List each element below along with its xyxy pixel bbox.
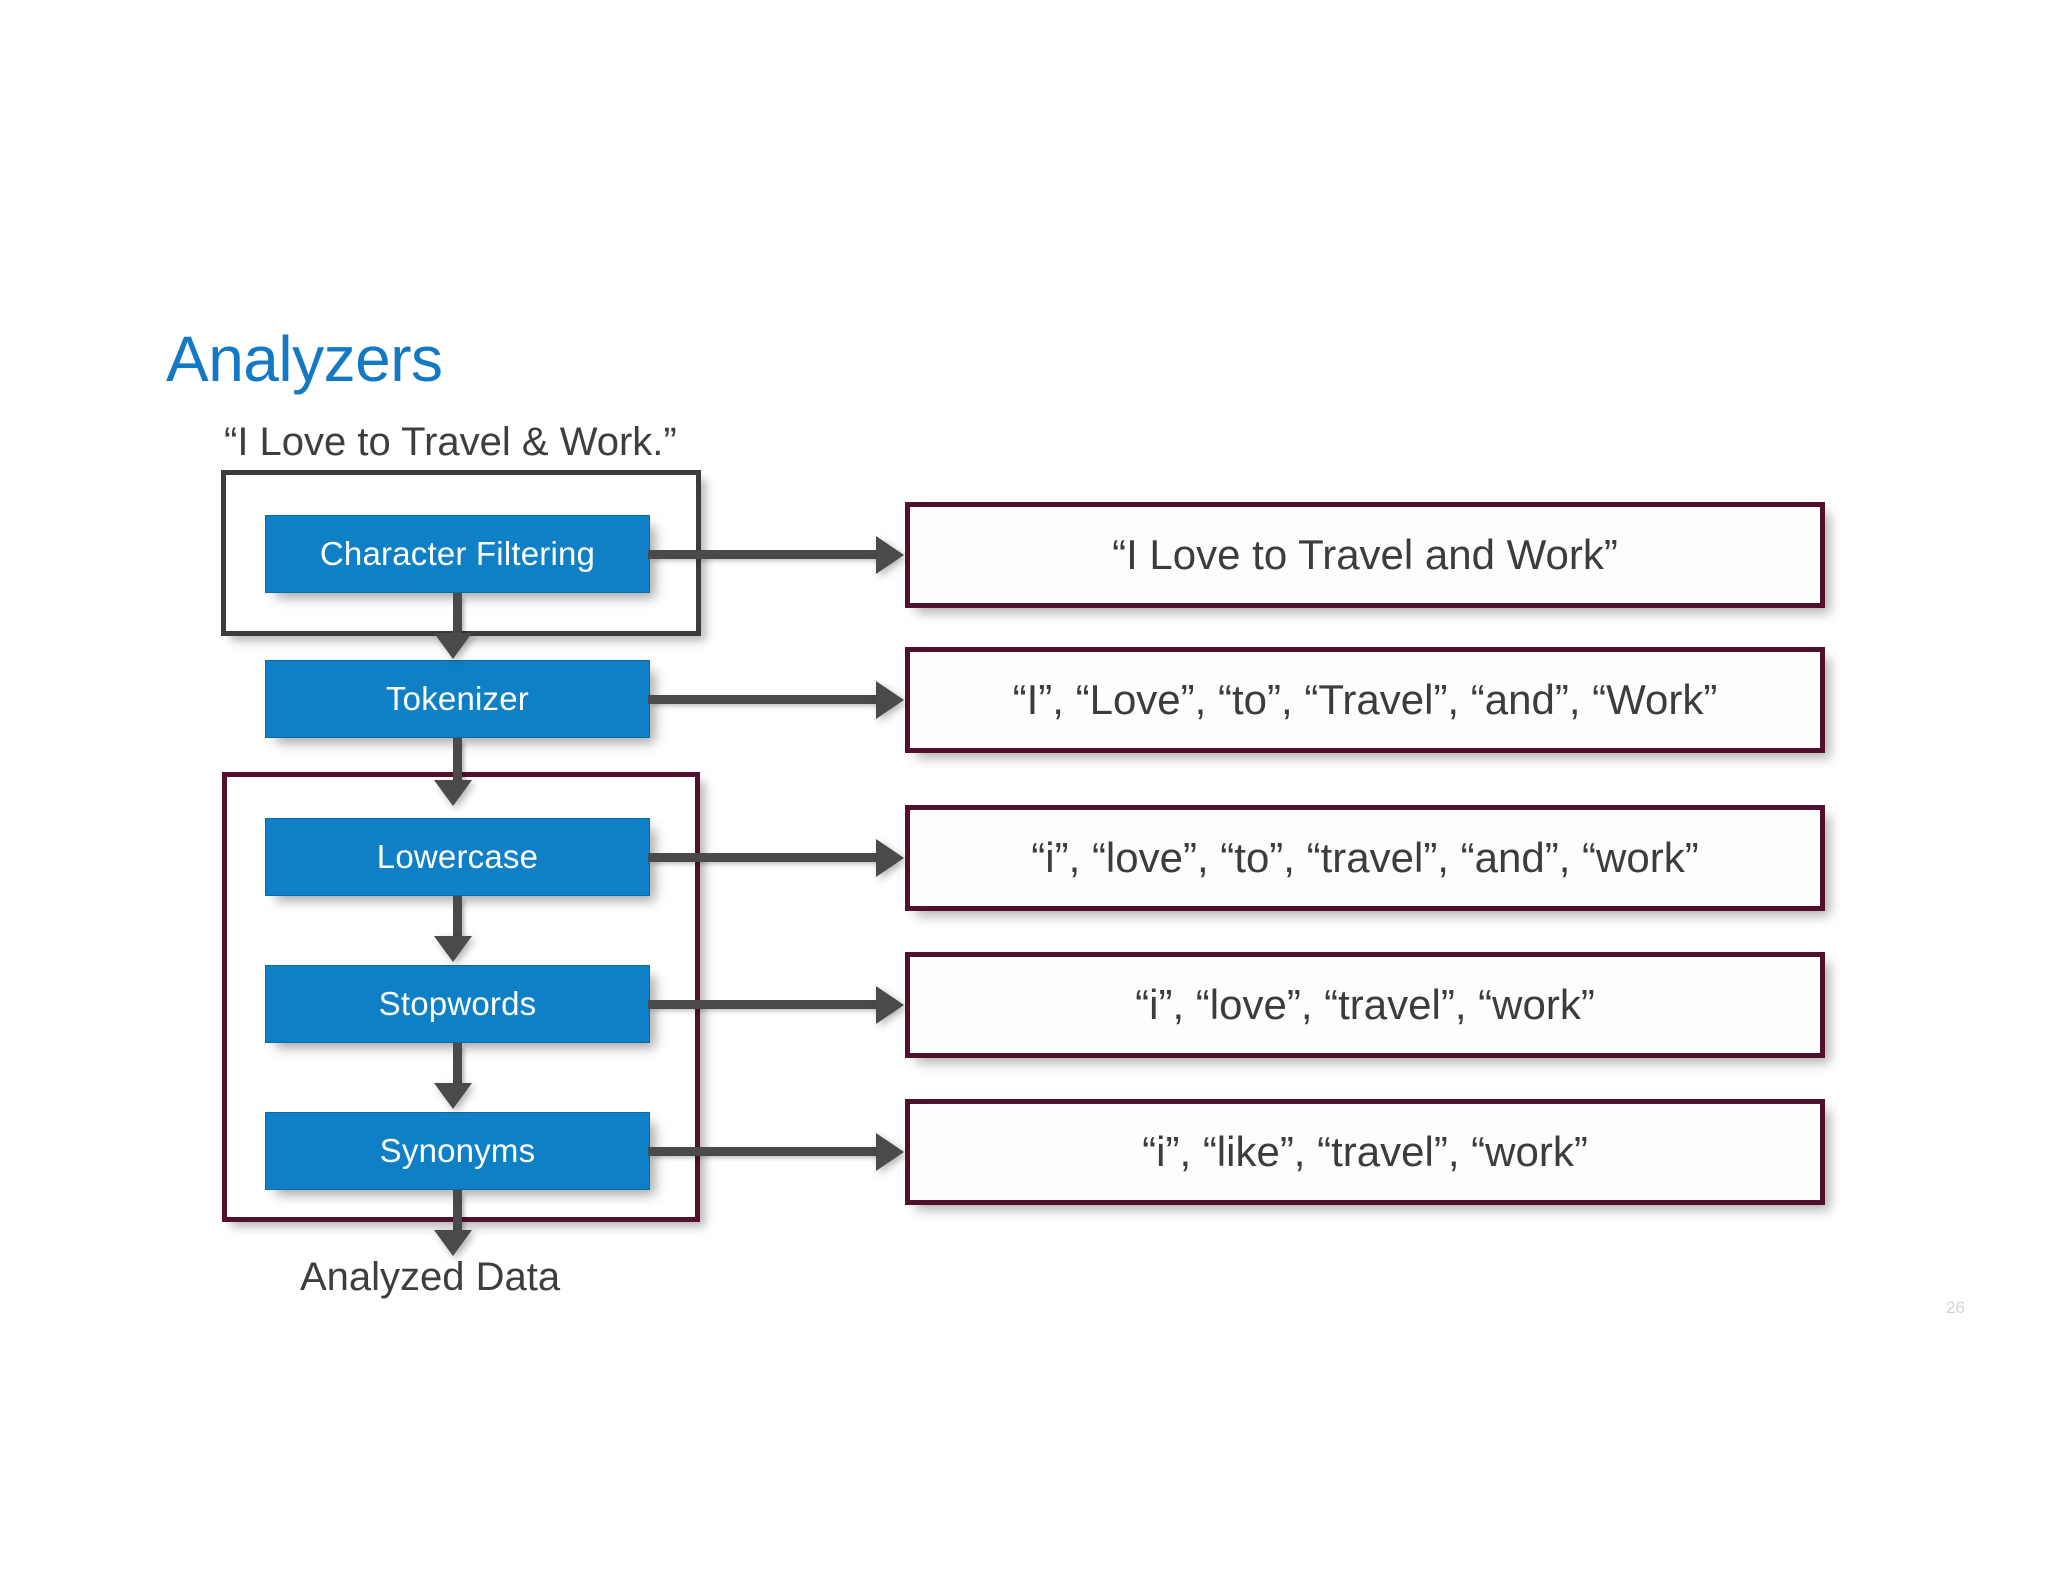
output-text: “i”, “love”, “to”, “travel”, “and”, “wor… bbox=[1031, 834, 1699, 881]
stage-label: Stopwords bbox=[378, 985, 537, 1022]
connector-line-token-to-lowercase bbox=[453, 738, 462, 782]
connector-arrow-stopwords-to-synonyms bbox=[434, 1083, 472, 1109]
stage-tokenizer[interactable]: Tokenizer bbox=[265, 660, 650, 738]
connector-line-out-1 bbox=[648, 550, 893, 559]
connector-line-out-4 bbox=[648, 1000, 893, 1009]
stage-stopwords[interactable]: Stopwords bbox=[265, 965, 650, 1043]
connector-line-synonyms-to-output bbox=[453, 1190, 462, 1232]
slide-page-number: 26 bbox=[1946, 1298, 1965, 1317]
connector-arrow-out-5 bbox=[876, 1133, 904, 1171]
stage-label: Tokenizer bbox=[385, 680, 530, 717]
connector-line-char-to-token bbox=[453, 593, 462, 635]
stage-lowercase[interactable]: Lowercase bbox=[265, 818, 650, 896]
connector-arrow-out-4 bbox=[876, 986, 904, 1024]
output-box-stopwords: “i”, “love”, “travel”, “work” bbox=[905, 952, 1825, 1058]
output-text: “I”, “Love”, “to”, “Travel”, “and”, “Wor… bbox=[1012, 676, 1718, 723]
connector-arrow-out-2 bbox=[876, 681, 904, 719]
connector-arrow-out-1 bbox=[876, 536, 904, 574]
stage-label: Synonyms bbox=[379, 1132, 536, 1169]
connector-arrow-lowercase-to-stopwords bbox=[434, 936, 472, 962]
stage-character-filtering[interactable]: Character Filtering bbox=[265, 515, 650, 593]
connector-line-lowercase-to-stopwords bbox=[453, 896, 462, 938]
connector-arrow-char-to-token bbox=[434, 633, 472, 659]
connector-arrow-out-3 bbox=[876, 839, 904, 877]
page-title: Analyzers bbox=[166, 323, 443, 395]
stage-label: Lowercase bbox=[376, 838, 539, 875]
output-text: “I Love to Travel and Work” bbox=[1112, 531, 1618, 578]
connector-line-out-2 bbox=[648, 695, 893, 704]
connector-arrow-token-to-lowercase bbox=[434, 780, 472, 806]
output-box-char-filtering: “I Love to Travel and Work” bbox=[905, 502, 1825, 608]
connector-line-out-5 bbox=[648, 1147, 893, 1156]
stage-label: Character Filtering bbox=[319, 535, 596, 572]
output-text: “i”, “like”, “travel”, “work” bbox=[1142, 1128, 1588, 1175]
stage-synonyms[interactable]: Synonyms bbox=[265, 1112, 650, 1190]
connector-line-out-3 bbox=[648, 853, 893, 862]
analyzed-data-label: Analyzed Data bbox=[300, 1255, 561, 1299]
output-box-tokenizer: “I”, “Love”, “to”, “Travel”, “and”, “Wor… bbox=[905, 647, 1825, 753]
output-text: “i”, “love”, “travel”, “work” bbox=[1135, 981, 1595, 1028]
output-box-synonyms: “i”, “like”, “travel”, “work” bbox=[905, 1099, 1825, 1205]
input-text-caption: “I Love to Travel & Work.” bbox=[224, 420, 677, 464]
output-box-lowercase: “i”, “love”, “to”, “travel”, “and”, “wor… bbox=[905, 805, 1825, 911]
connector-line-stopwords-to-synonyms bbox=[453, 1043, 462, 1085]
connector-arrow-synonyms-to-output bbox=[434, 1230, 472, 1256]
